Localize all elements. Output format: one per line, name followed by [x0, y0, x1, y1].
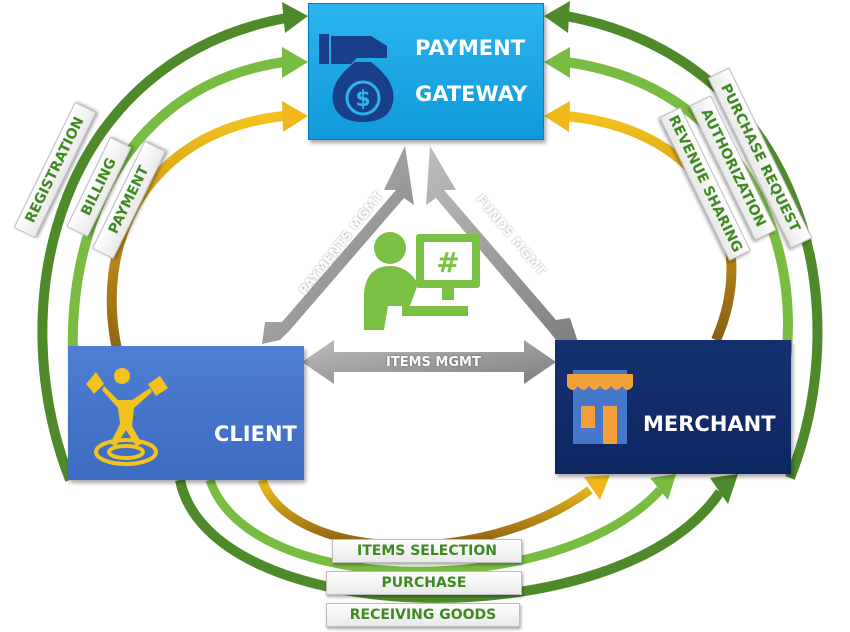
arrowhead-registration — [282, 2, 308, 33]
gateway-title-line1: PAYMENT — [415, 36, 526, 60]
arrow-payments-mgmt — [262, 146, 414, 344]
user-computer-icon: # — [364, 232, 480, 330]
arrowhead-items-selection — [584, 475, 610, 500]
arrow-items-selection — [257, 478, 593, 550]
arrowhead-revenue-sharing — [544, 101, 570, 132]
merchant-node[interactable]: MERCHANT — [555, 340, 791, 474]
arrow-items-mgmt — [302, 340, 556, 384]
arrowhead-purchase — [650, 474, 676, 500]
items-mgmt-label: ITEMS MGMT — [386, 355, 481, 370]
arrow-registration — [37, 13, 287, 482]
store-front-icon — [567, 370, 633, 444]
tag-receiving-goods: RECEIVING GOODS — [326, 603, 520, 627]
arrow-revenue-sharing — [565, 111, 737, 343]
svg-text:$: $ — [355, 87, 370, 112]
client-label: CLIENT — [214, 422, 297, 446]
money-bag-hand-icon: $ — [319, 34, 394, 122]
tag-items-selection: ITEMS SELECTION — [332, 539, 522, 563]
svg-text:#: # — [436, 246, 459, 279]
tag-purchase: PURCHASE — [326, 571, 522, 595]
payment-gateway-node[interactable]: $ PAYMENT GATEWAY — [308, 3, 544, 140]
merchant-label: MERCHANT — [643, 412, 776, 436]
arrowhead-payment — [282, 101, 308, 132]
client-node[interactable]: CLIENT — [68, 346, 304, 480]
dancing-person-icon — [86, 368, 168, 466]
arrow-funds-mgmt — [426, 146, 578, 342]
gateway-title-line2: GATEWAY — [415, 82, 528, 106]
arrow-receiving-goods — [175, 479, 725, 603]
arrowhead-purchase-request — [544, 1, 570, 33]
arrowhead-receiving-goods — [710, 474, 738, 504]
arrowhead-billing — [282, 47, 308, 78]
arrowhead-authorization — [544, 47, 570, 78]
